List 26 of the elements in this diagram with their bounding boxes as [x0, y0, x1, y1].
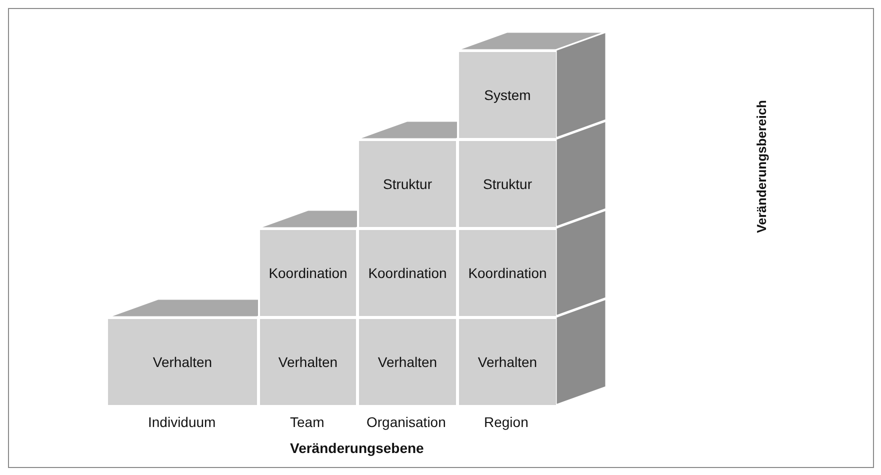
axis-category-label: Region	[484, 414, 528, 430]
block-front	[258, 228, 356, 316]
block-label: Verhalten	[378, 354, 438, 370]
axis-category-label: Organisation	[366, 414, 446, 430]
block-label: Verhalten	[152, 354, 212, 370]
block-front	[258, 317, 356, 405]
block-label: System	[484, 87, 531, 103]
block-front	[108, 317, 257, 405]
block-label: Koordination	[468, 265, 547, 281]
block-label: Koordination	[268, 265, 348, 281]
axis-title: Veränderungsebene	[290, 440, 424, 456]
block-label: Struktur	[382, 176, 432, 192]
block-label: Verhalten	[478, 354, 538, 370]
block-front	[457, 50, 556, 138]
block-front	[457, 317, 556, 405]
block-front	[457, 228, 556, 316]
block-label: Koordination	[368, 265, 447, 281]
axis-category-label: Team	[290, 414, 324, 430]
block-label: Struktur	[482, 176, 532, 192]
axis-title: Veränderungsbereich	[754, 100, 769, 233]
block-front	[457, 139, 556, 227]
axis-category-label: Individuum	[148, 414, 216, 430]
block-front	[357, 228, 456, 316]
block-front	[357, 139, 456, 227]
block-front	[357, 317, 456, 405]
block-label: Verhalten	[278, 354, 338, 370]
